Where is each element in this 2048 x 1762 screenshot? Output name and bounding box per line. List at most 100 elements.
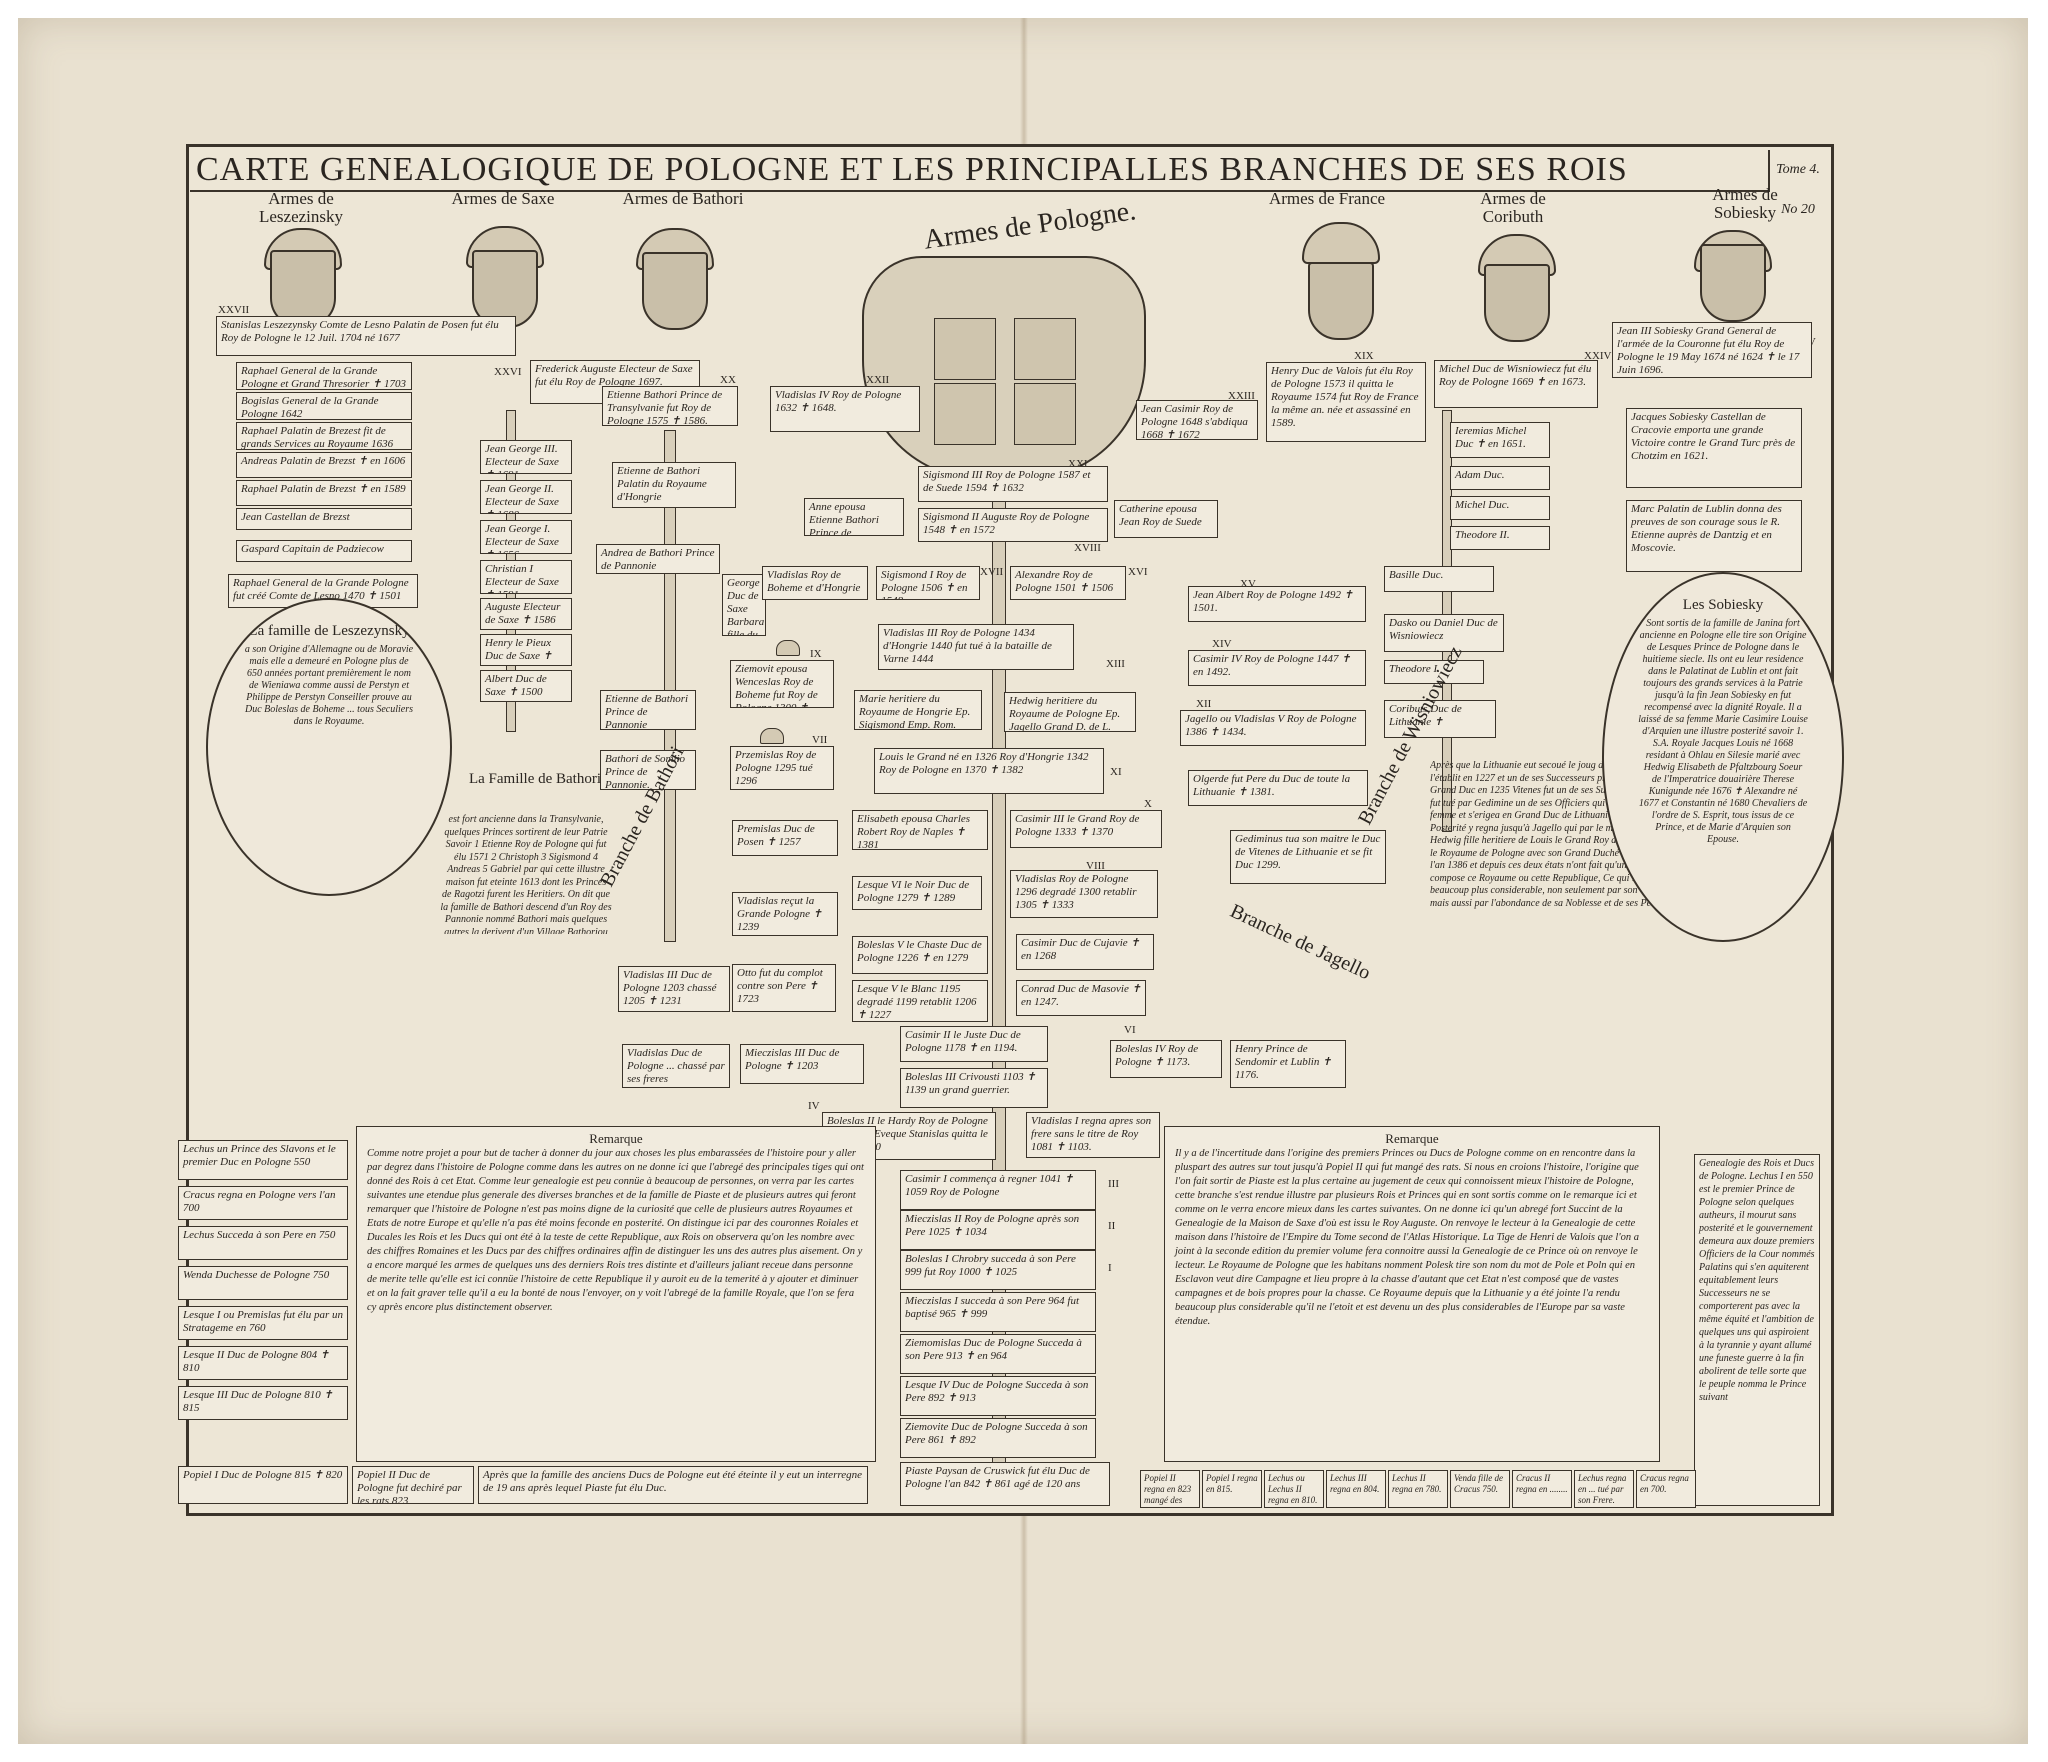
family-box: Ziemovite Duc de Pologne Succeda à son P… <box>900 1418 1096 1458</box>
family-box: Conrad Duc de Masovie ✝ en 1247. <box>1016 980 1146 1016</box>
roman-numeral: XXVII <box>218 304 250 316</box>
king-box: Vladislas Duc de Pologne ... chassé par … <box>622 1044 730 1088</box>
strip-cell: Cracus regna en 700. <box>1636 1470 1696 1508</box>
bottom-strip: Popiel II regna en 823 mangé des Rats. P… <box>1140 1470 1800 1508</box>
arms-of-poland-icon <box>862 256 1146 480</box>
king-box: Jean Albert Roy de Pologne 1492 ✝ 1501. <box>1188 586 1366 622</box>
roman-numeral: VII <box>812 734 828 746</box>
remarque-text: Comme notre projet a pour but de tacher … <box>367 1148 864 1313</box>
strip-cell: Lechus regna en ... tué par son Frere. <box>1574 1470 1634 1508</box>
remarque-heading: Remarque <box>589 1131 643 1146</box>
family-box: Jean George I. Electeur de Saxe ✝ 1656 <box>480 520 572 554</box>
shield-icon <box>270 250 336 328</box>
king-box: Jean Casimir Roy de Pologne 1648 s'abdiq… <box>1136 400 1258 440</box>
roman-numeral: I <box>1108 1262 1112 1274</box>
king-box: Sigismond II Auguste Roy de Pologne 1548… <box>918 508 1108 542</box>
family-box: Raphael General de la Grande Pologne et … <box>236 362 412 390</box>
ruler-box: Lechus Succeda à son Pere en 750 <box>178 1226 348 1260</box>
king-box: Boleslas I Chrobry succeda à son Pere 99… <box>900 1250 1096 1290</box>
roman-numeral: VI <box>1124 1024 1136 1036</box>
family-box: Casimir Duc de Cujavie ✝ en 1268 <box>1016 934 1154 970</box>
knight-icon <box>934 383 996 445</box>
family-box: Andrea de Bathori Prince de Pannonie <box>596 544 720 574</box>
page-title: CARTE GENEALOGIQUE DE POLOGNE ET LES PRI… <box>196 151 1628 188</box>
family-box: Anne epousa Etienne Bathori Prince de Tr… <box>804 498 904 536</box>
arms-label-bathori: Armes de Bathori <box>622 189 744 208</box>
tome-label: Tome 4. No 20 <box>1768 150 1826 217</box>
roman-numeral: IX <box>810 648 822 660</box>
eagle-icon <box>934 318 996 380</box>
family-box: Henry le Pieux Duc de Saxe ✝ 1541 <box>480 634 572 666</box>
roman-numeral: XVI <box>1128 566 1148 578</box>
king-box: Lesque VI le Noir Duc de Pologne 1279 ✝ … <box>852 876 982 910</box>
sobiesky-box: Jean III Sobiesky Grand General de l'arm… <box>1612 322 1812 378</box>
oval-text: Sont sortis de la famille de Janina fort… <box>1638 618 1808 845</box>
king-box: Boleslas V le Chaste Duc de Pologne 1226… <box>852 936 988 974</box>
family-box: Gaspard Capitain de Padziecow <box>236 540 412 562</box>
family-box: Marc Palatin de Lublin donna des preuves… <box>1626 500 1802 572</box>
family-box: Jean George II. Electeur de Saxe ✝ 1680 <box>480 480 572 514</box>
king-box: Sigismond I Roy de Pologne 1506 ✝ en 154… <box>876 566 980 600</box>
roman-numeral: XXIII <box>1228 390 1255 402</box>
king-box: Vladislas IV Roy de Pologne 1632 ✝ 1648. <box>770 386 920 432</box>
family-box: Jean George III. Electeur de Saxe ✝ 1691 <box>480 440 572 474</box>
roman-numeral: XIX <box>1354 350 1374 362</box>
family-box: Otto fut du complot contre son Pere ✝ 17… <box>732 964 836 1012</box>
family-box: Vladislas reçut la Grande Pologne ✝ 1239 <box>732 892 838 936</box>
fleur-de-lis-shield-icon <box>1308 262 1374 340</box>
family-box: Adam Duc. <box>1450 466 1550 490</box>
roman-numeral: XI <box>1110 766 1122 778</box>
lithuania-text: Après que la Lithuanie eut secoué le jou… <box>1430 760 1678 909</box>
remarque-right: Remarque Il y a de l'incertitude dans l'… <box>1164 1126 1660 1462</box>
cross-shield-icon <box>1484 264 1550 342</box>
family-box: Bathori de Somlio Prince de Pannonie. <box>600 750 696 790</box>
family-box: Etienne de Bathori Palatin du Royaume d'… <box>612 462 736 508</box>
family-box: Premislas Duc de Posen ✝ 1257 <box>732 820 838 856</box>
crown-icon <box>776 640 800 656</box>
family-box: Catherine epousa Jean Roy de Suede <box>1114 500 1218 538</box>
shield-icon <box>642 252 708 330</box>
family-box: Christian I Electeur de Saxe ✝ 1591 <box>480 560 572 594</box>
family-box: Piaste Paysan de Cruswick fut élu Duc de… <box>900 1462 1110 1506</box>
eagle-icon <box>1014 383 1076 445</box>
stanislas-box: Stanislas Leszezynsky Comte de Lesno Pal… <box>216 316 516 356</box>
strip-cell: Venda fille de Cracus 750. <box>1450 1470 1510 1508</box>
strip-cell: Popiel II regna en 823 mangé des Rats. <box>1140 1470 1200 1508</box>
sobiesky-oval: Les Sobiesky Sont sortis de la famille d… <box>1602 572 1844 942</box>
strip-cell: Popiel I regna en 815. <box>1202 1470 1262 1508</box>
remarque-heading: Remarque <box>1385 1131 1439 1146</box>
ruler-box: Lesque III Duc de Pologne 810 ✝ 815 <box>178 1386 348 1420</box>
leszczynski-oval: La famille de Leszezynsky a son Origine … <box>206 598 452 896</box>
roman-numeral: IV <box>808 1100 820 1112</box>
crown-icon <box>760 728 784 744</box>
bathori-family-block: La Famille de Bathori <box>460 770 610 930</box>
family-box: Michel Duc. <box>1450 496 1550 520</box>
bathori-family-text: est fort ancienne dans la Transylvanie, … <box>440 814 612 934</box>
family-box: Raphael General de la Grande Pologne fut… <box>228 574 418 608</box>
family-box: Basille Duc. <box>1384 566 1494 592</box>
king-box: Ziemovit epousa Wenceslas Roy de Boheme … <box>730 660 834 708</box>
king-box: Vladislas III Roy de Pologne 1434 d'Hong… <box>878 624 1074 670</box>
family-box: Dasko ou Daniel Duc de Wisniowiecz <box>1384 614 1504 652</box>
roman-numeral: III <box>1108 1178 1119 1190</box>
roman-numeral: VIII <box>1086 860 1105 872</box>
king-box: Jagello ou Vladislas V Roy de Pologne 13… <box>1180 710 1366 746</box>
roman-numeral: XII <box>1196 698 1212 710</box>
roman-numeral: XXIV <box>1584 350 1612 362</box>
oval-title: La famille de Leszezynsky <box>248 623 410 639</box>
king-box: Lesque V le Blanc 1195 degradé 1199 reta… <box>852 980 988 1022</box>
ruler-box: Cracus regna en Pologne vers l'an 700 <box>178 1186 348 1220</box>
king-box: Przemislas Roy de Pologne 1295 tué 1296 <box>730 746 834 790</box>
roman-numeral: XIV <box>1212 638 1232 650</box>
roman-numeral: XVIII <box>1074 542 1101 554</box>
king-box: Boleslas III Crivousti 1103 ✝ 1139 un gr… <box>900 1068 1048 1108</box>
family-box: Theodore I. <box>1384 660 1484 684</box>
king-box: Vladislas I regna apres son frere sans l… <box>1026 1112 1160 1158</box>
roman-numeral: XXVI <box>494 366 522 378</box>
roman-numeral: II <box>1108 1220 1116 1232</box>
family-box: Gediminus tua son maitre le Duc de Viten… <box>1230 830 1386 884</box>
ruler-box: Popiel II Duc de Pologne fut dechiré par… <box>352 1466 474 1504</box>
family-box: Raphael Palatin de Brezest fit de grands… <box>236 422 412 450</box>
family-box: Raphael Palatin de Brezst ✝ en 1589 <box>236 480 412 506</box>
ruler-box: Popiel I Duc de Pologne 815 ✝ 820 <box>178 1466 348 1504</box>
